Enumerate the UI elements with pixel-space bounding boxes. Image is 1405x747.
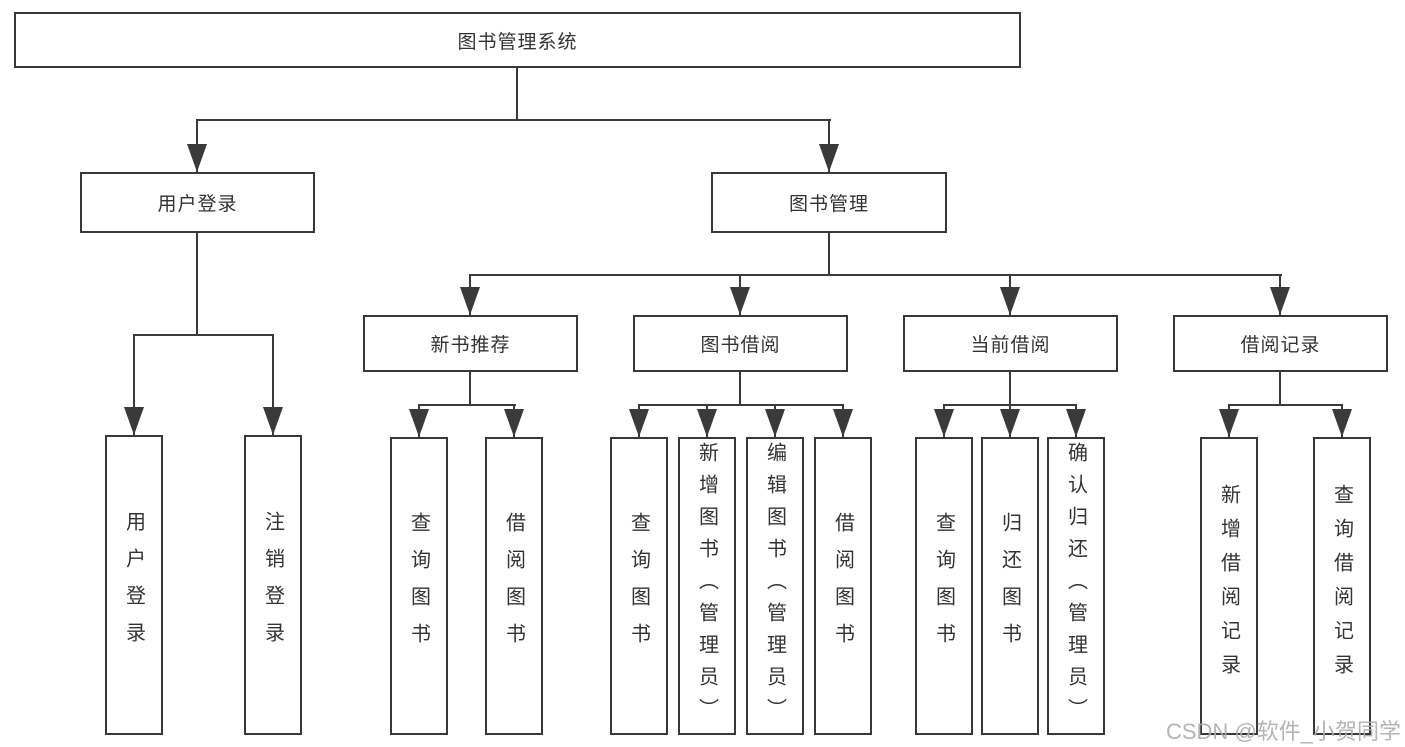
node-book-borrowing: 图书借阅 [633, 315, 848, 372]
node-label: 借阅记录 [1240, 335, 1321, 356]
node-label: 查询图书 [932, 512, 955, 660]
leaf-logout: 注销登录 [244, 435, 302, 735]
leaf-query-books: 查询图书 [390, 437, 448, 735]
arrow-head [187, 144, 207, 172]
node-system-root: 图书管理系统 [14, 12, 1021, 68]
connector-line [638, 404, 844, 406]
node-label: 查询图书 [407, 512, 430, 660]
arrow-head [1332, 409, 1352, 437]
node-label: 编辑图书（管理员） [763, 442, 786, 730]
node-label: 用户登录 [122, 511, 145, 659]
connector-line [739, 372, 741, 406]
node-new-book-recommend: 新书推荐 [363, 315, 578, 372]
connector-line [828, 233, 830, 276]
arrow-head [833, 409, 853, 437]
node-label: 借阅图书 [502, 512, 525, 660]
node-label: 新增图书（管理员） [695, 442, 718, 730]
node-current-borrowing: 当前借阅 [903, 315, 1118, 372]
node-label: 新增借阅记录 [1217, 484, 1240, 688]
node-label: 查询图书 [627, 512, 650, 660]
arrow-head [263, 407, 283, 435]
connector-line [516, 68, 518, 121]
leaf-return-books: 归还图书 [981, 437, 1039, 735]
leaf-add-borrow-record: 新增借阅记录 [1200, 437, 1258, 735]
watermark: CSDN @软件_小贺同学 [1165, 719, 1401, 744]
arrow-head [765, 409, 785, 437]
node-label: 图书借阅 [700, 335, 781, 356]
arrow-head [934, 409, 954, 437]
node-book-management: 图书管理 [711, 172, 947, 233]
node-label: 确认归还（管理员） [1064, 442, 1087, 730]
node-label: 图书管理系统 [457, 31, 578, 53]
connector-line [133, 334, 135, 435]
connector-line [133, 334, 274, 336]
leaf-edit-books-admin: 编辑图书（管理员） [746, 437, 804, 735]
leaf-query-borrow-record: 查询借阅记录 [1313, 437, 1371, 735]
node-label: 借阅图书 [831, 512, 854, 660]
leaf-query-books: 查询图书 [915, 437, 973, 735]
connector-line [469, 372, 471, 406]
node-label: 归还图书 [998, 512, 1021, 660]
leaf-query-books: 查询图书 [610, 437, 668, 735]
arrow-head [697, 409, 717, 437]
node-label: 注销登录 [261, 511, 284, 659]
node-borrowing-records: 借阅记录 [1173, 315, 1388, 372]
leaf-user-login: 用户登录 [105, 435, 163, 735]
connector-line [418, 404, 516, 406]
arrow-head [1066, 409, 1086, 437]
node-user-login: 用户登录 [80, 172, 315, 233]
arrow-head [1000, 287, 1020, 315]
arrow-head [504, 409, 524, 437]
arrow-head [1219, 409, 1239, 437]
connector-line [1228, 404, 1343, 406]
connector-line [196, 119, 831, 121]
leaf-add-books-admin: 新增图书（管理员） [678, 437, 736, 735]
arrow-head [460, 287, 480, 315]
connector-line [1009, 372, 1011, 406]
arrow-head [1270, 287, 1290, 315]
arrow-head [124, 407, 144, 435]
connector-line [272, 334, 274, 435]
arrow-head [409, 409, 429, 437]
leaf-borrow-books: 借阅图书 [485, 437, 543, 735]
arrow-head [1000, 409, 1020, 437]
arrow-head [730, 287, 750, 315]
node-label: 用户登录 [157, 194, 238, 215]
connector-line [469, 274, 1282, 276]
node-label: 图书管理 [788, 194, 869, 215]
arrow-head [819, 144, 839, 172]
node-label: 当前借阅 [970, 335, 1051, 356]
leaf-confirm-return-admin: 确认归还（管理员） [1047, 437, 1105, 735]
arrow-head [629, 409, 649, 437]
node-label: 新书推荐 [430, 335, 511, 356]
node-label: 查询借阅记录 [1330, 484, 1353, 688]
connector-line [196, 233, 198, 336]
connector-line [1279, 372, 1281, 406]
leaf-borrow-books: 借阅图书 [814, 437, 872, 735]
